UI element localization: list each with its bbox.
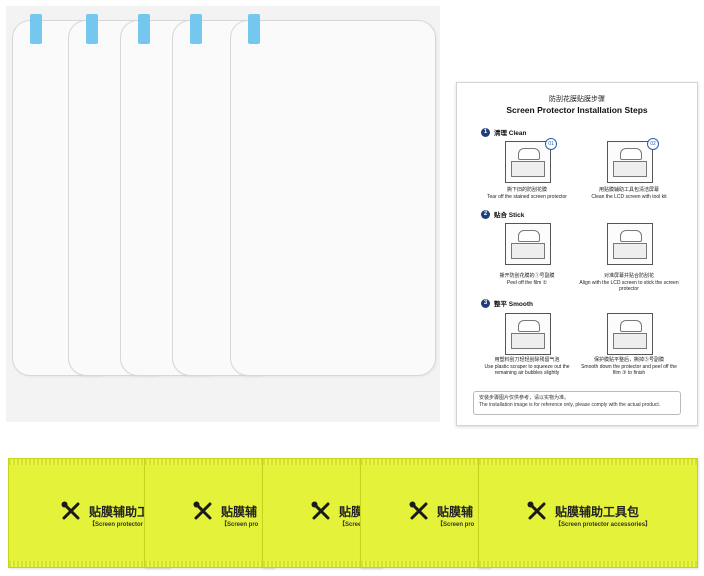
sachet-title-en: 【Screen pro <box>339 522 377 528</box>
accessory-sachet: 贴膜辅助工 【Screen protector a <box>8 458 170 568</box>
caption-en: Use plastic scraper to squeeze out the r… <box>484 363 570 377</box>
reference-note: 安装步骤图片仅供参考，请以实物为准。 The installation imag… <box>473 391 681 415</box>
instruction-card: 防刮花膜贴膜步骤 Screen Protector Installation S… <box>456 82 698 426</box>
sachet-title-zh: 贴膜辅助工 <box>89 505 150 519</box>
sachet-title-zh: 贴膜辅 <box>221 505 258 519</box>
screen-protector-film <box>230 20 436 376</box>
wrench-screwdriver-icon <box>409 501 428 520</box>
caption-zh: 保护膜贴平整后，撕掉③号副膜 <box>593 357 664 363</box>
note-zh: 安装步骤图片仅供参考，请以实物为准。 <box>479 395 570 401</box>
accessory-sachet: 贴膜辅助工具包 【Screen protector accessories】 <box>478 458 698 568</box>
sachet-title-en: 【Screen protector accessories】 <box>555 522 652 528</box>
sachet-title-zh: 贴膜辅助工具包 <box>555 505 640 519</box>
step-diagram <box>607 223 653 265</box>
step-3-heading: 3 整平 Smooth <box>481 298 533 308</box>
step-caption: 保护膜贴平整后，撕掉③号副膜 Smooth down the protector… <box>579 357 679 377</box>
caption-zh: 撕下旧的防刮花膜 <box>506 187 547 193</box>
step-caption: 撕开防刮花膜的①号副膜 Peel off the film ① <box>477 273 577 286</box>
caption-zh: 用贴膜辅助工具包清洁屏幕 <box>598 187 659 193</box>
caption-zh: 对准屏幕并贴合防刮花 <box>603 273 654 279</box>
accessory-sachet: 贴膜辅 【Screen pro <box>360 458 490 568</box>
caption-en: Peel off the film ① <box>506 279 548 286</box>
film-pull-tab <box>138 14 150 44</box>
accessory-sachet: 贴膜辅 【Screen pro <box>144 458 274 568</box>
film-pull-tab <box>30 14 42 44</box>
sachet-title-en: 【Screen protector a <box>89 522 149 528</box>
caption-en: Tear off the stained screen protector <box>487 193 567 200</box>
step-caption: 对准屏幕并贴合防刮花 Align with the LCD screen to … <box>579 273 679 293</box>
wrench-screwdriver-icon <box>61 501 80 520</box>
step-number: 3 <box>481 298 490 308</box>
caption-zh: 用塑料刮刀轻轻刮除残留气泡 <box>494 357 560 363</box>
step-1-heading: 1 清理 Clean <box>481 127 527 137</box>
wrench-screwdriver-icon <box>311 501 330 520</box>
step-diagram <box>607 313 653 355</box>
sachet-title-en: 【Screen pro <box>437 522 475 528</box>
wrench-screwdriver-icon <box>527 501 546 520</box>
step-diagram <box>607 141 653 183</box>
step-caption: 撕下旧的防刮花膜 Tear off the stained screen pro… <box>477 187 577 200</box>
step-2-heading: 2 贴合 Stick <box>481 209 524 219</box>
step-caption: 用贴膜辅助工具包清洁屏幕 Clean the LCD screen with t… <box>579 187 679 200</box>
step-label: 整平 Smooth <box>494 301 533 308</box>
note-en: The installation image is for reference … <box>479 402 661 408</box>
step-diagram <box>505 141 551 183</box>
caption-en: Smooth down the protector and peel off t… <box>581 363 677 377</box>
step-diagram <box>505 223 551 265</box>
step-caption: 用塑料刮刀轻轻刮除残留气泡 Use plastic scraper to squ… <box>477 357 577 377</box>
caption-zh: 撕开防刮花膜的①号副膜 <box>499 273 555 279</box>
wrench-screwdriver-icon <box>193 501 212 520</box>
step-number: 2 <box>481 209 490 219</box>
step-label: 贴合 Stick <box>494 212 525 219</box>
step-diagram <box>505 313 551 355</box>
step-badge: 01 <box>545 138 557 150</box>
card-title-en: Screen Protector Installation Steps <box>506 105 648 115</box>
film-pull-tab <box>86 14 98 44</box>
film-pull-tab <box>248 14 260 44</box>
caption-en: Align with the LCD screen to stick the s… <box>579 279 679 293</box>
step-label: 清理 Clean <box>494 130 527 137</box>
step-number: 1 <box>481 127 490 137</box>
sachet-title-en: 【Screen pro <box>221 522 259 528</box>
card-title-zh: 防刮花膜贴膜步骤 <box>549 96 605 103</box>
caption-en: Clean the LCD screen with tool kit <box>591 193 667 200</box>
step-badge: 02 <box>647 138 659 150</box>
film-pull-tab <box>190 14 202 44</box>
sachet-title-zh: 贴膜辅 <box>437 505 474 519</box>
